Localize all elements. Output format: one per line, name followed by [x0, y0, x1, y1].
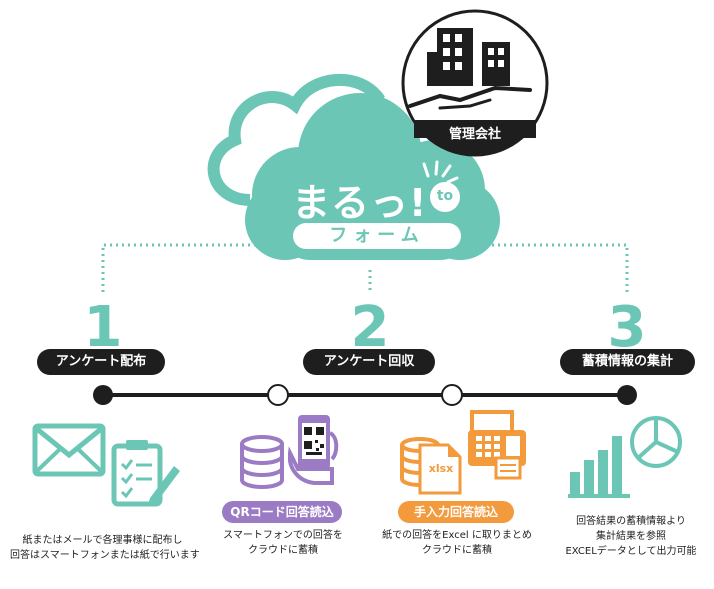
step-2-title: アンケート回収 — [303, 349, 435, 375]
logo-main-text: まるっ! — [292, 181, 428, 225]
step-1-desc-line-2: 回答はスマートフォンまたは紙で行います — [10, 550, 200, 561]
step-1-desc-line-1: 紙またはメールで各理事様に配布し — [22, 535, 183, 546]
envelope-icon — [32, 423, 106, 477]
method-qr-desc: スマートフォンでの回答を クラウドに蓄積 — [218, 528, 348, 558]
step-3-desc-line-1: 回答結果の蓄積情報より — [576, 516, 686, 527]
method-qr-desc-line-1: スマートフォンでの回答を — [223, 530, 343, 541]
smartphone-qr-icon — [288, 413, 340, 485]
timeline — [0, 380, 714, 410]
timeline-node-2 — [267, 384, 289, 406]
step-1-number: 1 — [83, 295, 123, 360]
database-icon — [238, 435, 286, 489]
bar-chart-icon — [568, 430, 638, 498]
step-3-desc-line-2: 集計結果を参照 — [596, 531, 666, 542]
xlsx-label: xlsx — [428, 462, 454, 475]
step-1-desc: 紙またはメールで各理事様に配布し 回答はスマートフォンまたは紙で行います — [10, 533, 200, 563]
xlsx-file-icon — [418, 443, 462, 495]
step-3-title: 蓄積情報の集計 — [560, 349, 695, 375]
method-manual-desc-line-2: クラウドに蓄積 — [422, 545, 492, 556]
step-3-number: 3 — [607, 295, 647, 360]
logo-sparkle-icon — [410, 160, 460, 190]
step-3-desc-line-3: EXCELデータとして出力可能 — [565, 546, 697, 557]
method-qr-desc-line-2: クラウドに蓄積 — [248, 545, 318, 556]
step-3-desc: 回答結果の蓄積情報より 集計結果を参照 EXCELデータとして出力可能 — [556, 514, 706, 559]
timeline-node-3 — [441, 384, 463, 406]
logo-to-text: to — [436, 188, 454, 204]
company-label: 管理会社 — [448, 127, 501, 142]
method-qr-tag: QRコード回答読込 — [222, 501, 342, 523]
step-1-title: アンケート配布 — [37, 349, 165, 375]
pie-chart-icon — [628, 414, 684, 470]
company-badge — [400, 8, 550, 158]
method-manual-desc-line-1: 紙での回答をExcel に取りまとめ — [382, 530, 532, 541]
fax-machine-icon — [466, 410, 528, 480]
logo-to-badge: to — [430, 182, 460, 212]
clipboard-checklist-icon — [110, 440, 182, 508]
timeline-node-4 — [617, 385, 637, 405]
timeline-node-1 — [93, 385, 113, 405]
logo-sub-pill: フォーム — [293, 223, 461, 249]
logo-sub-text: フォーム — [329, 225, 425, 246]
step-2-number: 2 — [350, 295, 390, 360]
method-manual-desc: 紙での回答をExcel に取りまとめ クラウドに蓄積 — [382, 528, 532, 558]
method-manual-tag: 手入力回答読込 — [398, 501, 514, 523]
